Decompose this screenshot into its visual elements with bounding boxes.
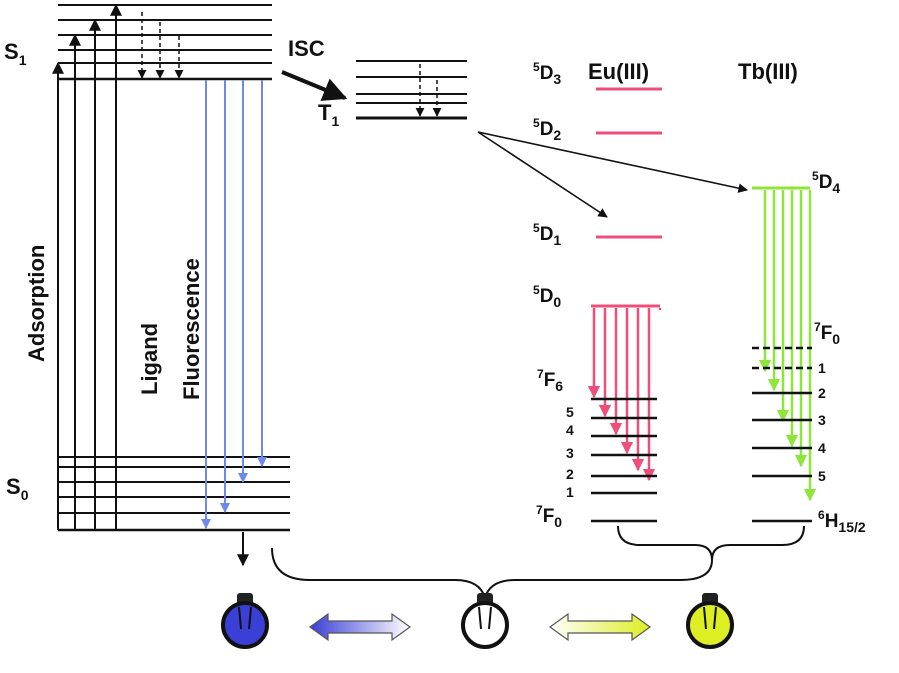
main-brace	[271, 547, 713, 602]
ligand-fluorescence-arrows	[201, 80, 267, 529]
fluorescence-label-line2: Fluorescence	[179, 258, 204, 400]
eu-level-7f0: 7F0	[536, 503, 562, 530]
double-arrow-blue-icon	[308, 612, 412, 642]
white-bulb-icon	[461, 593, 509, 649]
yellow-bulb-icon	[686, 593, 734, 649]
s1-relaxation-arrows	[137, 12, 184, 79]
blue-bulb-icon	[221, 593, 269, 649]
s1-manifold	[58, 4, 272, 81]
s0-manifold	[58, 456, 290, 532]
eu-level-num-3: 3	[566, 445, 574, 461]
tb-level-num-4: 4	[818, 440, 826, 456]
tb-ground-levels	[752, 346, 812, 523]
t1-label: T1	[318, 100, 339, 129]
eu-level-num-2: 2	[566, 466, 574, 482]
tb-title: Tb(III)	[738, 59, 798, 84]
tb-level-num-5: 5	[818, 468, 826, 484]
tb-level-5d4: 5D4	[812, 169, 840, 196]
tb-level-7f0: 7F0	[814, 320, 840, 347]
eu-title: Eu(III)	[588, 59, 649, 84]
eu-level-num-5: 5	[566, 404, 574, 420]
isc-label: ISC	[288, 36, 325, 61]
eu-emission-arrows	[587, 308, 662, 482]
s0-label: S0	[6, 474, 29, 503]
eu-tb-brace	[617, 525, 805, 561]
eu-level-5d1: 5D1	[533, 221, 561, 248]
eu-level-num-4: 4	[566, 422, 574, 438]
t1-manifold	[356, 60, 467, 120]
eu-ground-levels	[591, 397, 657, 523]
s1-label: S1	[4, 39, 27, 68]
adsorption-label: Adsorption	[24, 245, 49, 362]
tb-level-num-3: 3	[818, 412, 826, 428]
tb-emission-arrows	[758, 190, 817, 502]
absorption-arrows	[52, 3, 122, 530]
tb-level-num-2: 2	[818, 385, 826, 401]
fluorescence-label-line1: Ligand	[137, 323, 162, 395]
tb-level-num-1: 1	[818, 360, 826, 376]
eu-level-7f6: 7F6	[537, 367, 563, 394]
isc-arrow	[281, 70, 348, 101]
double-arrow-yellow-icon	[548, 612, 652, 642]
eu-level-5d0: 5D0	[533, 283, 561, 310]
energy-transfer-arrows	[477, 131, 748, 218]
eu-level-5d3: 5D3	[533, 60, 561, 87]
eu-level-num-1: 1	[566, 484, 574, 500]
tb-level-6h15-2: 6H15/2	[818, 508, 866, 535]
eu-level-5d2: 5D2	[533, 116, 561, 143]
eu-excited-levels	[591, 87, 662, 308]
t1-relaxation-arrows	[415, 64, 442, 117]
